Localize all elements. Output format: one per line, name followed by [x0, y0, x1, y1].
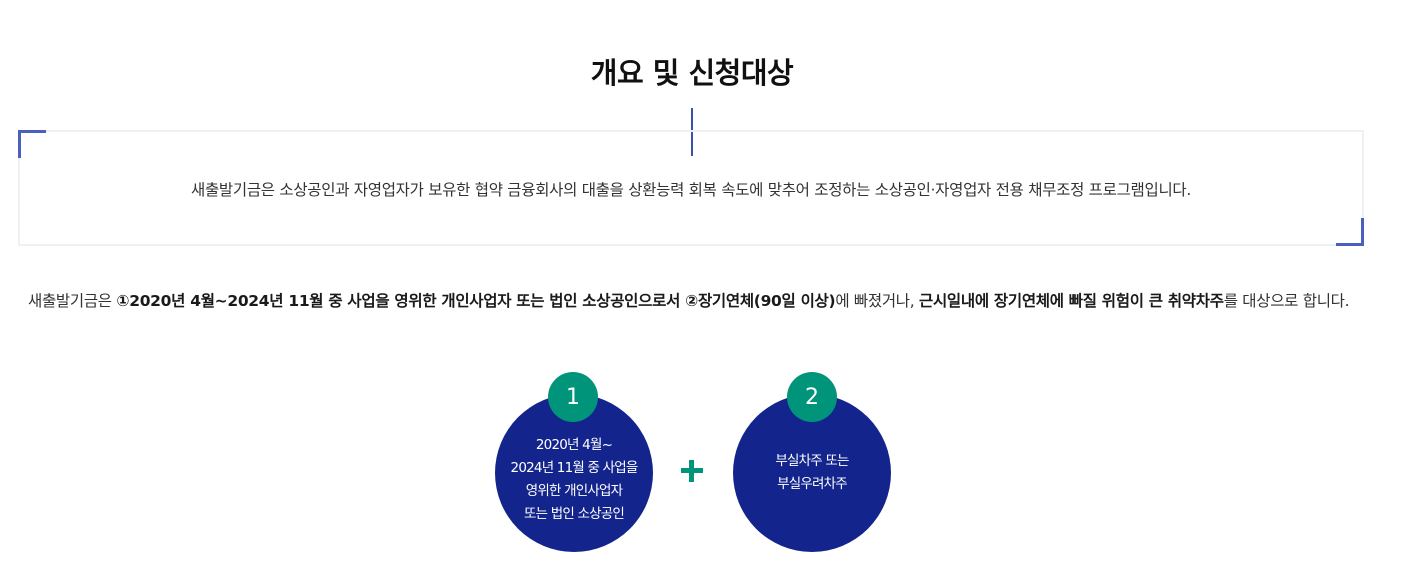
summary-text: 새출발기금은 소상공인과 자영업자가 보유한 협약 금융회사의 대출을 상환능력… — [190, 181, 1192, 199]
criteria-number-badge-2: 2 — [787, 372, 837, 422]
description-bold-2: 근시일내에 장기연체에 빠질 위험이 큰 취약차주 — [919, 292, 1224, 310]
criteria-circle-1-text: 2020년 4월~ 2024년 11월 중 사업을 영위한 개인사업자 또는 법… — [510, 437, 639, 522]
description-text-2: 에 빠졌거나, — [835, 292, 919, 310]
criteria-circle-2-text: 부실차주 또는 부실우려차주 — [775, 453, 849, 492]
criteria-number-badge-1: 1 — [548, 372, 598, 422]
criteria-circle-1: 2020년 4월~ 2024년 11월 중 사업을 영위한 개인사업자 또는 법… — [495, 394, 653, 552]
description-text-1: 새출발기금은 — [28, 292, 117, 310]
eligibility-description: 새출발기금은 ①2020년 4월~2024년 11월 중 사업을 영위한 개인사… — [28, 286, 1378, 317]
corner-bracket-bottom-right — [1336, 218, 1364, 246]
description-text-3: 를 대상으로 합니다. — [1223, 292, 1350, 310]
page-title: 개요 및 신청대상 — [590, 56, 794, 90]
plus-icon — [681, 460, 703, 482]
summary-box: 새출발기금은 소상공인과 자영업자가 보유한 협약 금융회사의 대출을 상환능력… — [18, 130, 1364, 246]
description-bold-1: ①2020년 4월~2024년 11월 중 사업을 영위한 개인사업자 또는 법… — [116, 292, 836, 310]
title-connector-line — [691, 108, 693, 156]
corner-bracket-top-left — [18, 130, 46, 158]
